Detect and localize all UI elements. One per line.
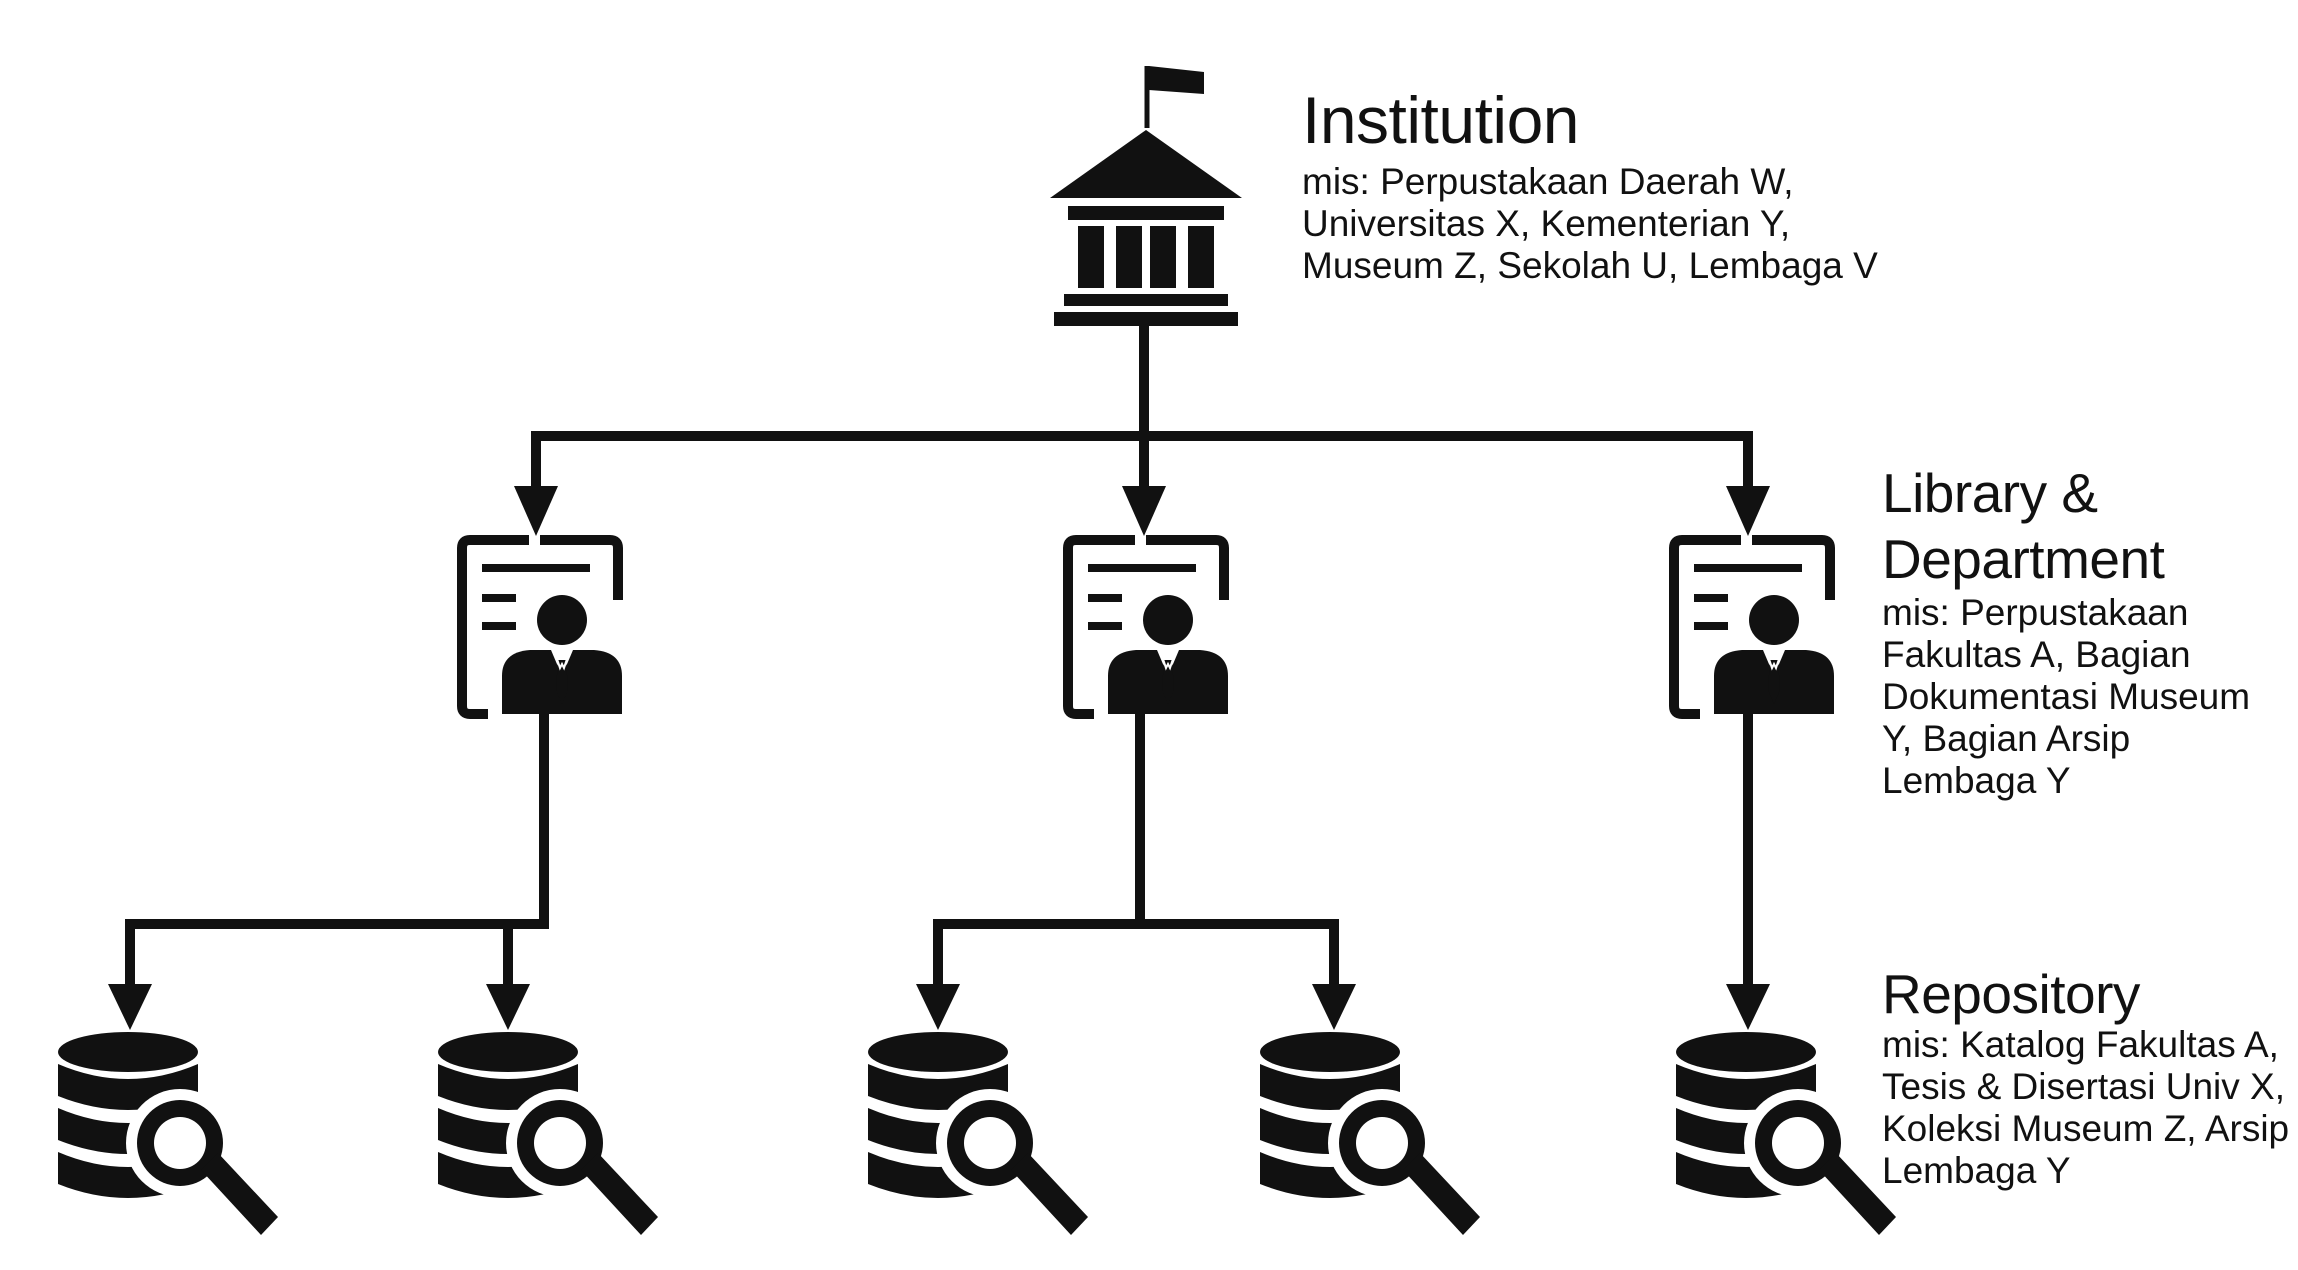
- arrowhead-repo-1: [108, 984, 152, 1030]
- institution-description: mis: Perpustakaan Daerah W, Universitas …: [1302, 161, 1878, 287]
- connector-lines: [125, 319, 1753, 993]
- arrowheads: [108, 486, 1770, 1030]
- database-search-icon: [868, 1032, 1088, 1235]
- library-department-label: Library & Department mis: Perpustakaan F…: [1882, 460, 2282, 802]
- repository-description: mis: Katalog Fakultas A, Tesis & Diserta…: [1882, 1024, 2290, 1191]
- arrowhead-repo-5: [1726, 984, 1770, 1030]
- arrowhead-repo-2: [486, 984, 530, 1030]
- person-document-icon: [1068, 540, 1228, 714]
- database-search-icon: [1260, 1032, 1480, 1235]
- arrowhead-library-2: [1122, 486, 1166, 536]
- database-search-icon: [1676, 1032, 1896, 1235]
- database-search-icon: [58, 1032, 278, 1235]
- repository-title: Repository: [1882, 963, 2140, 1025]
- arrowhead-library-3: [1726, 486, 1770, 536]
- library-department-description: mis: Perpustakaan Fakultas A, Bagian Dok…: [1882, 592, 2251, 801]
- arrowhead-repo-3: [916, 984, 960, 1030]
- institution-building-icon: [1050, 66, 1242, 326]
- person-document-icon: [462, 540, 622, 714]
- arrowhead-repo-4: [1312, 984, 1356, 1030]
- person-document-icon: [1674, 540, 1834, 714]
- library-department-title: Library & Department: [1882, 462, 2165, 590]
- institution-label: Institution mis: Perpustakaan Daerah W, …: [1302, 83, 1942, 287]
- repository-label: Repository mis: Katalog Fakultas A, Tesi…: [1882, 964, 2292, 1192]
- arrowhead-library-1: [514, 486, 558, 536]
- institution-title: Institution: [1302, 83, 1580, 157]
- database-search-icon: [438, 1032, 658, 1235]
